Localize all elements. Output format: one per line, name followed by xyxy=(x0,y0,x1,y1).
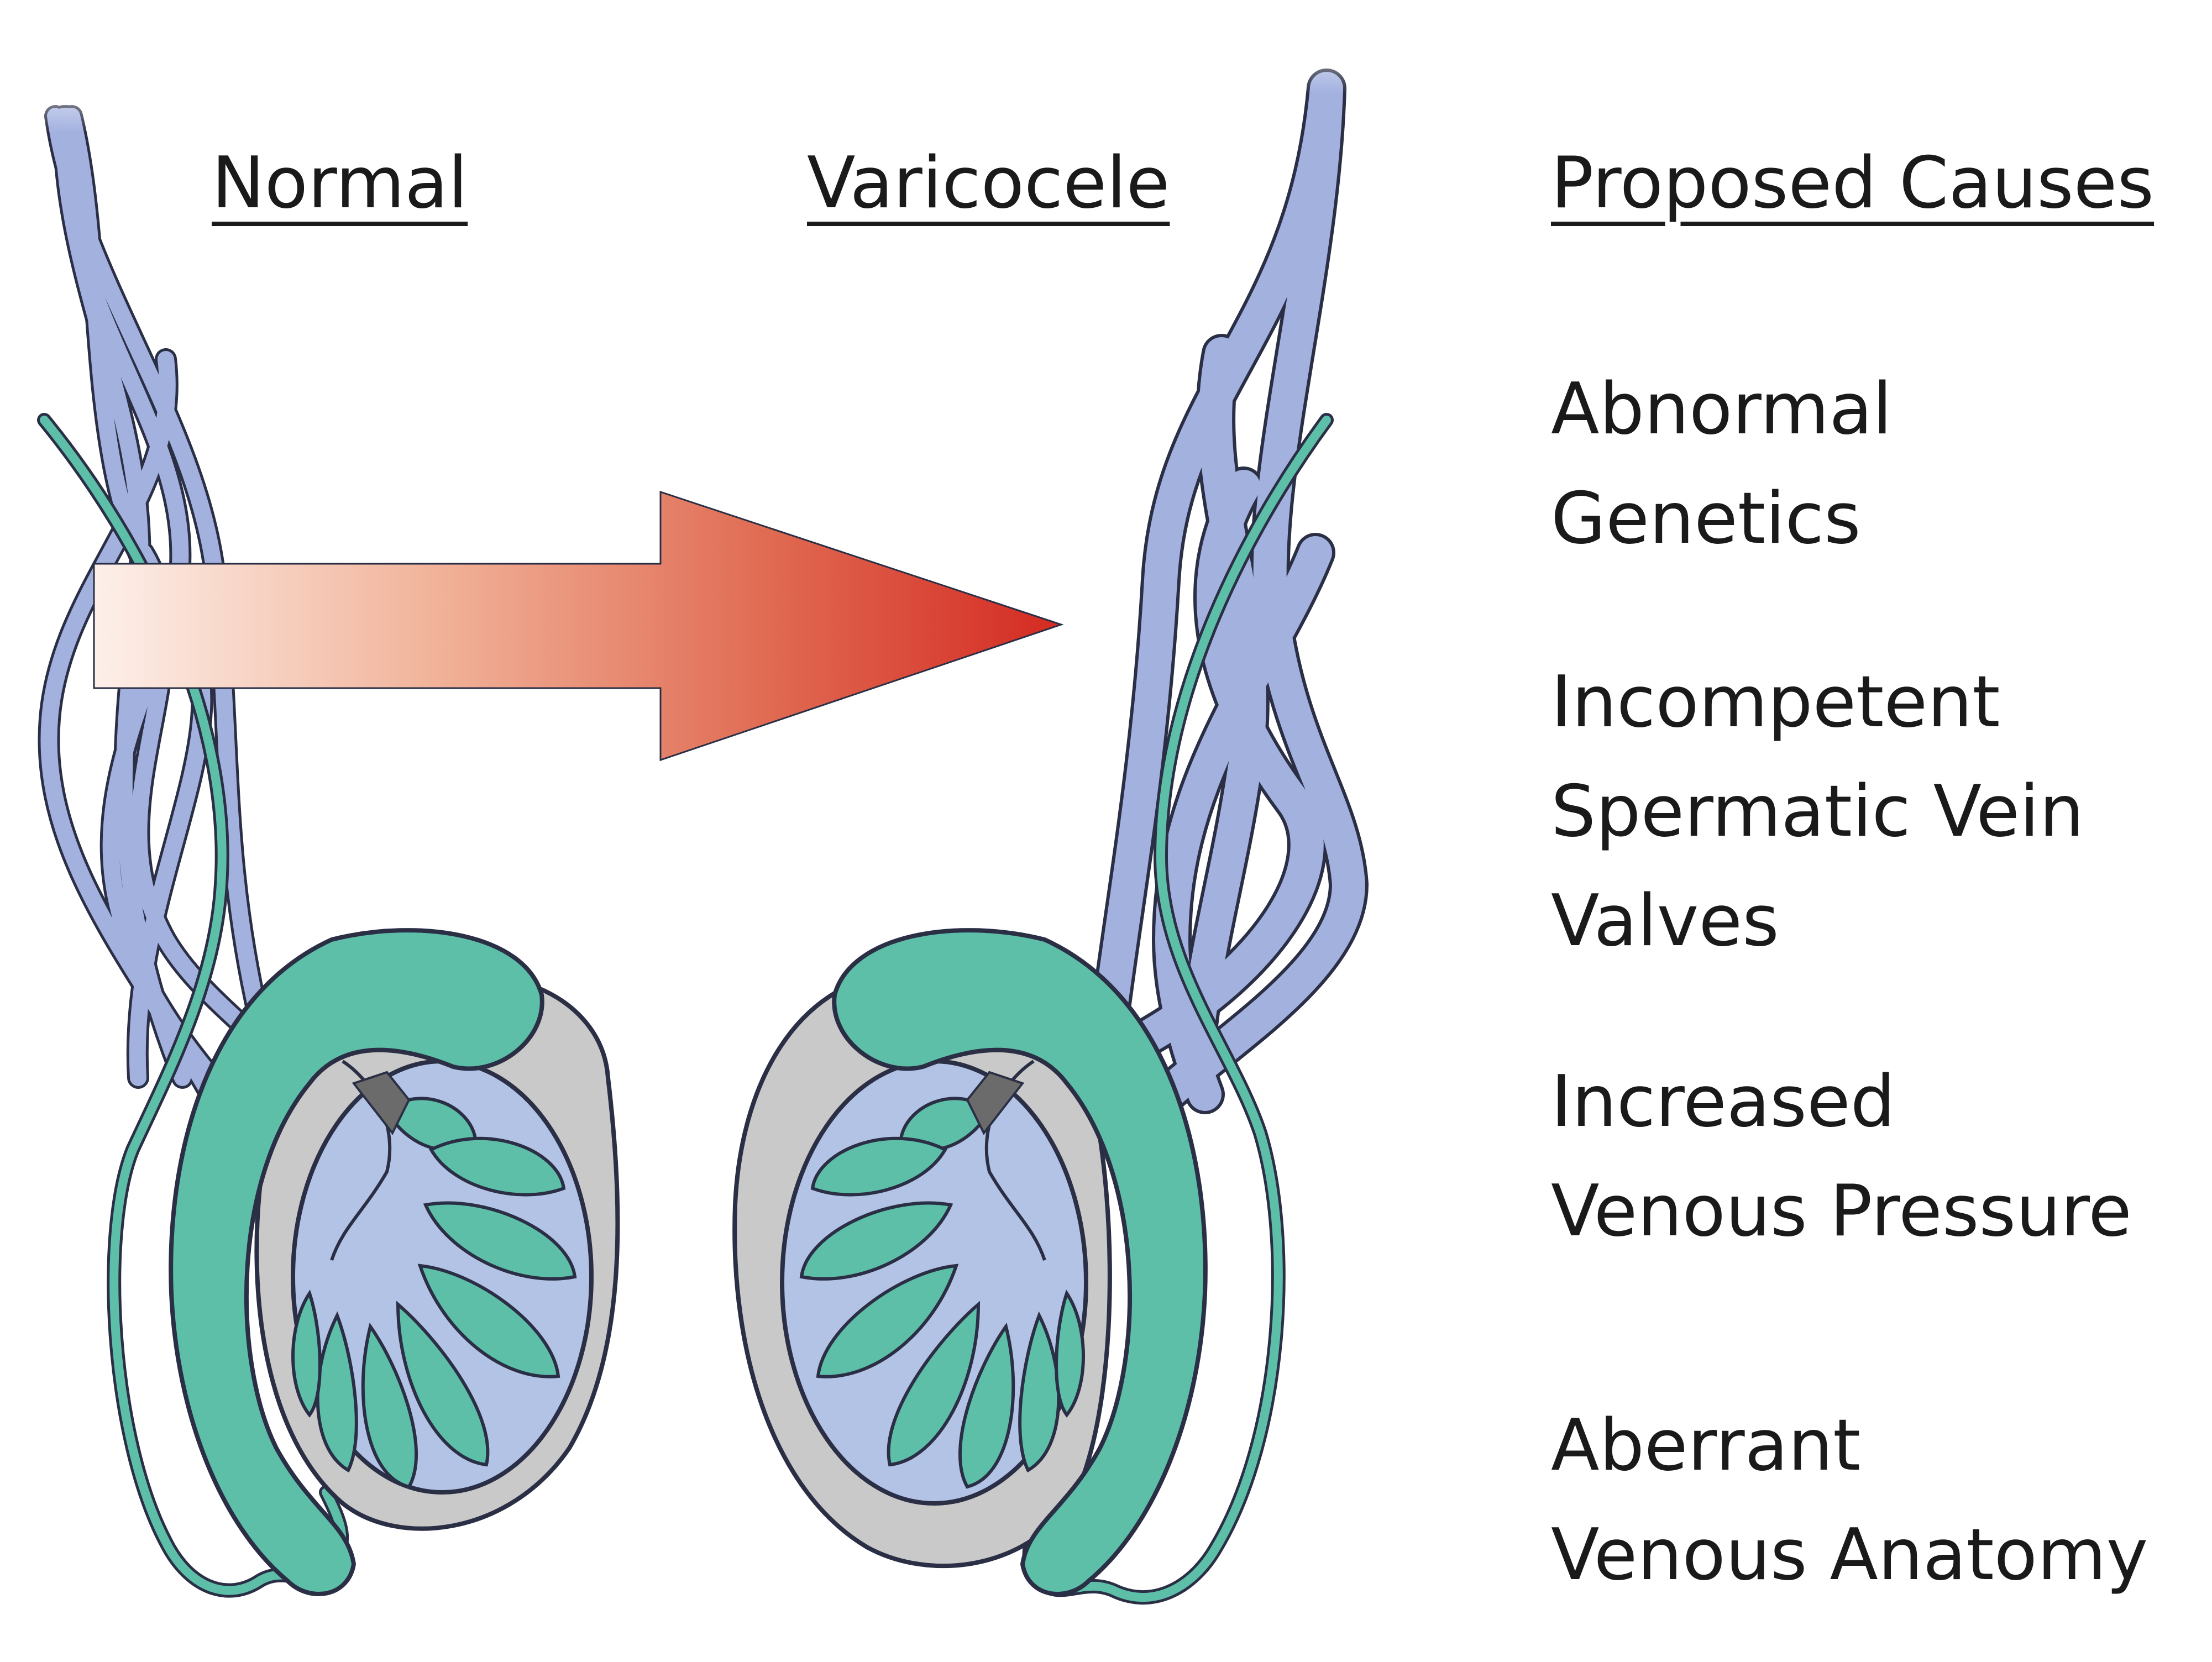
cause-line: Abnormal xyxy=(1551,368,1893,450)
cause-incompetent-valves: Incompetent Spermatic Vein Valves xyxy=(1551,648,2084,976)
progression-arrow xyxy=(93,490,1064,762)
cause-line: Venous Pressure xyxy=(1551,1170,2132,1252)
normal-lobules xyxy=(291,1097,577,1489)
heading-normal: Normal xyxy=(212,142,468,224)
cause-line: Venous Anatomy xyxy=(1551,1514,2148,1596)
cause-aberrant-venous-anatomy: Aberrant Venous Anatomy xyxy=(1551,1391,2148,1610)
dilated-veins xyxy=(1086,69,1369,1120)
cause-line: Genetics xyxy=(1551,478,1861,560)
normal-epididymis xyxy=(169,928,544,1596)
cause-increased-venous-pressure: Increased Venous Pressure xyxy=(1551,1047,2132,1266)
cause-line: Valves xyxy=(1551,880,1779,962)
varicocele-lobules xyxy=(799,1097,1085,1489)
varicocele-epididymis xyxy=(832,928,1208,1596)
cause-line: Spermatic Vein xyxy=(1551,770,2084,853)
cause-line: Incompetent xyxy=(1551,661,2000,743)
heading-proposed-causes: Proposed Causes xyxy=(1551,142,2155,224)
cause-abnormal-genetics: Abnormal Genetics xyxy=(1551,355,1892,574)
normal-anatomy xyxy=(33,55,620,1598)
cause-line: Aberrant xyxy=(1551,1404,1861,1487)
heading-varicocele: Varicocele xyxy=(807,142,1170,224)
cause-line: Increased xyxy=(1551,1061,1895,1143)
varicocele-anatomy xyxy=(732,11,1371,1605)
